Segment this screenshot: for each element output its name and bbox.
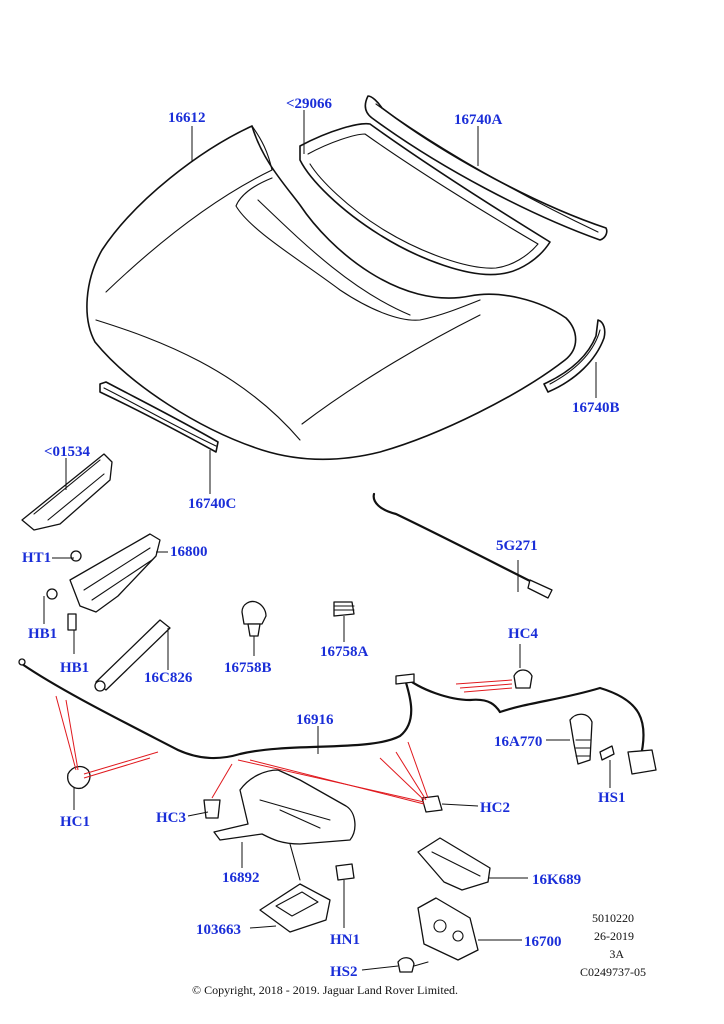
hinge-assembly[interactable] [46, 533, 161, 631]
part-labels: 16612 <29066 16740A 16740B 16740C <01534… [22, 96, 626, 980]
label-hc3[interactable]: HC3 [156, 810, 186, 826]
label-01534[interactable]: <01534 [44, 444, 91, 460]
latch-support[interactable] [417, 837, 491, 891]
label-5g271[interactable]: 5G271 [496, 538, 538, 554]
label-29066[interactable]: <29066 [286, 96, 333, 112]
copyright-notice: © Copyright, 2018 - 2019. Jaguar Land Ro… [192, 983, 458, 997]
clip-hc2[interactable] [421, 795, 443, 813]
support-plate[interactable] [259, 883, 331, 933]
hood-latch[interactable] [417, 897, 479, 961]
screw-hs2[interactable] [397, 957, 429, 973]
label-16612[interactable]: 16612 [168, 110, 206, 126]
label-16740c[interactable]: 16740C [188, 496, 236, 512]
clip-hc4[interactable] [513, 669, 533, 689]
prop-rod[interactable] [372, 492, 553, 599]
release-handle[interactable] [569, 713, 593, 765]
nut-hn1[interactable] [335, 863, 355, 881]
label-16740b[interactable]: 16740B [572, 400, 620, 416]
hood-insulator[interactable] [299, 122, 551, 276]
leader-lines [43, 110, 611, 971]
label-hc4[interactable]: HC4 [508, 626, 539, 642]
clip-hc3[interactable] [203, 799, 221, 819]
label-16c826[interactable]: 16C826 [144, 670, 193, 686]
info-line-2: 26-2019 [594, 929, 634, 943]
latch-bracket[interactable] [213, 769, 356, 881]
label-hb1-b[interactable]: HB1 [60, 660, 89, 676]
hood-panel[interactable] [86, 125, 577, 461]
seal-front[interactable] [99, 381, 219, 453]
info-line-4: C0249737-05 [580, 965, 646, 979]
hinge-bracket-top[interactable] [21, 453, 113, 531]
info-line-1: 5010220 [592, 911, 634, 925]
screw-hs1[interactable] [599, 745, 657, 775]
bump-stop-a[interactable] [333, 601, 355, 617]
label-hb1-a[interactable]: HB1 [28, 626, 57, 642]
label-hc2[interactable]: HC2 [480, 800, 510, 816]
label-16916[interactable]: 16916 [296, 712, 334, 728]
label-16892[interactable]: 16892 [222, 870, 260, 886]
label-hc1[interactable]: HC1 [60, 814, 90, 830]
info-line-3: 3A [609, 947, 624, 961]
label-16700[interactable]: 16700 [524, 934, 562, 950]
seal-side[interactable] [543, 319, 606, 393]
label-16758b[interactable]: 16758B [224, 660, 272, 676]
label-hs1[interactable]: HS1 [598, 790, 626, 806]
release-cable[interactable] [18, 658, 645, 762]
red-callout-lines [55, 679, 513, 805]
label-103663[interactable]: 103663 [196, 922, 241, 938]
label-hs2[interactable]: HS2 [330, 964, 358, 980]
info-block: 5010220 26-2019 3A C0249737-05 [580, 911, 646, 979]
label-16a770[interactable]: 16A770 [494, 734, 542, 750]
label-ht1[interactable]: HT1 [22, 550, 51, 566]
seal-rear[interactable] [364, 95, 608, 241]
label-16800[interactable]: 16800 [170, 544, 208, 560]
label-16758a[interactable]: 16758A [320, 644, 369, 660]
label-16740a[interactable]: 16740A [454, 112, 503, 128]
label-16k689[interactable]: 16K689 [532, 872, 581, 888]
bump-stop-b[interactable] [241, 600, 267, 637]
gas-strut[interactable] [94, 619, 171, 692]
label-hn1[interactable]: HN1 [330, 932, 360, 948]
